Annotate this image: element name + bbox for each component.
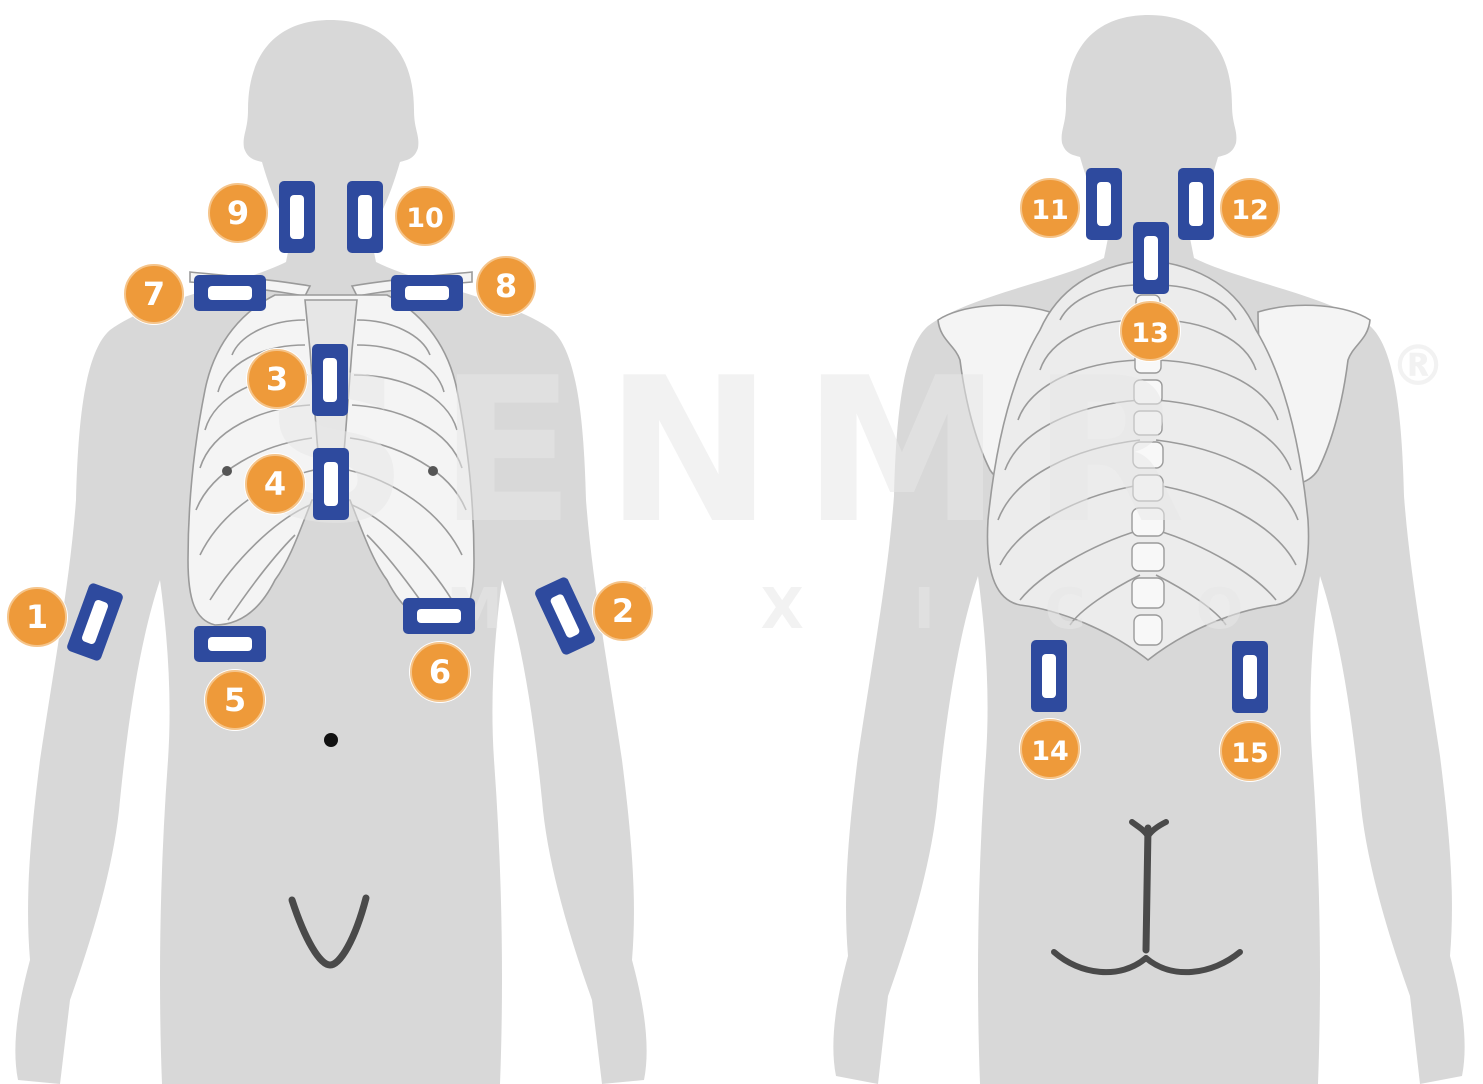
badge-number: 7 [143,275,165,313]
electrode-pad-window [208,637,252,651]
electrode-pad-window [290,195,304,239]
electrode-pad-4 [313,448,349,520]
badge-number: 10 [406,203,444,234]
badge-number: 5 [224,681,246,719]
badge-number: 3 [266,360,288,398]
electrode-badge-10: 10 [394,185,456,247]
electrode-badge-8: 8 [475,255,537,317]
electrode-pad-10 [347,181,383,253]
electrode-badge-4: 4 [244,453,306,515]
electrode-pad-12 [1178,168,1214,240]
electrode-badge-1: 1 [6,586,68,648]
electrode-badge-11: 11 [1019,177,1081,239]
electrode-pad-15 [1232,641,1268,713]
electrode-badge-12: 12 [1219,177,1281,239]
electrode-pad-14 [1031,640,1067,712]
badge-number: 11 [1031,195,1069,226]
watermark-brand: SENMR [264,335,1215,568]
electrode-pad-6 [403,598,475,634]
badge-number: 15 [1231,738,1269,769]
electrode-badge-9: 9 [207,182,269,244]
electrode-pad-7 [194,275,266,311]
electrode-pad-window [1243,655,1257,699]
badge-number: 13 [1131,318,1169,349]
badge-number: 1 [26,598,48,636]
electrode-pad-window [405,286,449,300]
electrode-pad-window [323,358,337,402]
electrode-pad-window [1144,236,1158,280]
gluteal-cleft [1146,828,1148,950]
electrode-badge-14: 14 [1019,718,1081,780]
electrode-badge-15: 15 [1219,720,1281,782]
badge-number: 2 [612,592,634,630]
electrode-pad-window [324,462,338,506]
badge-number: 12 [1231,195,1269,226]
electrode-pad-window [208,286,252,300]
electrode-pad-8 [391,275,463,311]
electrode-badge-7: 7 [123,263,185,325]
electrode-pad-window [417,609,461,623]
watermark-registered: ® [1390,334,1446,399]
electrode-pad-9 [279,181,315,253]
navel [324,733,338,747]
electrode-pad-13 [1133,222,1169,294]
badge-number: 6 [429,653,451,691]
electrode-pad-5 [194,626,266,662]
left-nipple [222,466,232,476]
electrode-badge-3: 3 [246,348,308,410]
badge-number: 8 [495,267,517,305]
badge-number: 4 [264,465,286,503]
electrode-pad-window [1097,182,1111,226]
electrode-pad-window [358,195,372,239]
badge-number: 9 [227,194,249,232]
electrode-badge-5: 5 [204,669,266,731]
electrode-pad-3 [312,344,348,416]
electrode-badge-6: 6 [409,641,471,703]
electrode-pad-window [1042,654,1056,698]
electrode-pad-window [1189,182,1203,226]
electrode-badge-2: 2 [592,580,654,642]
electrode-badge-13: 13 [1119,300,1181,362]
badge-number: 14 [1031,736,1069,767]
electrode-pad-11 [1086,168,1122,240]
